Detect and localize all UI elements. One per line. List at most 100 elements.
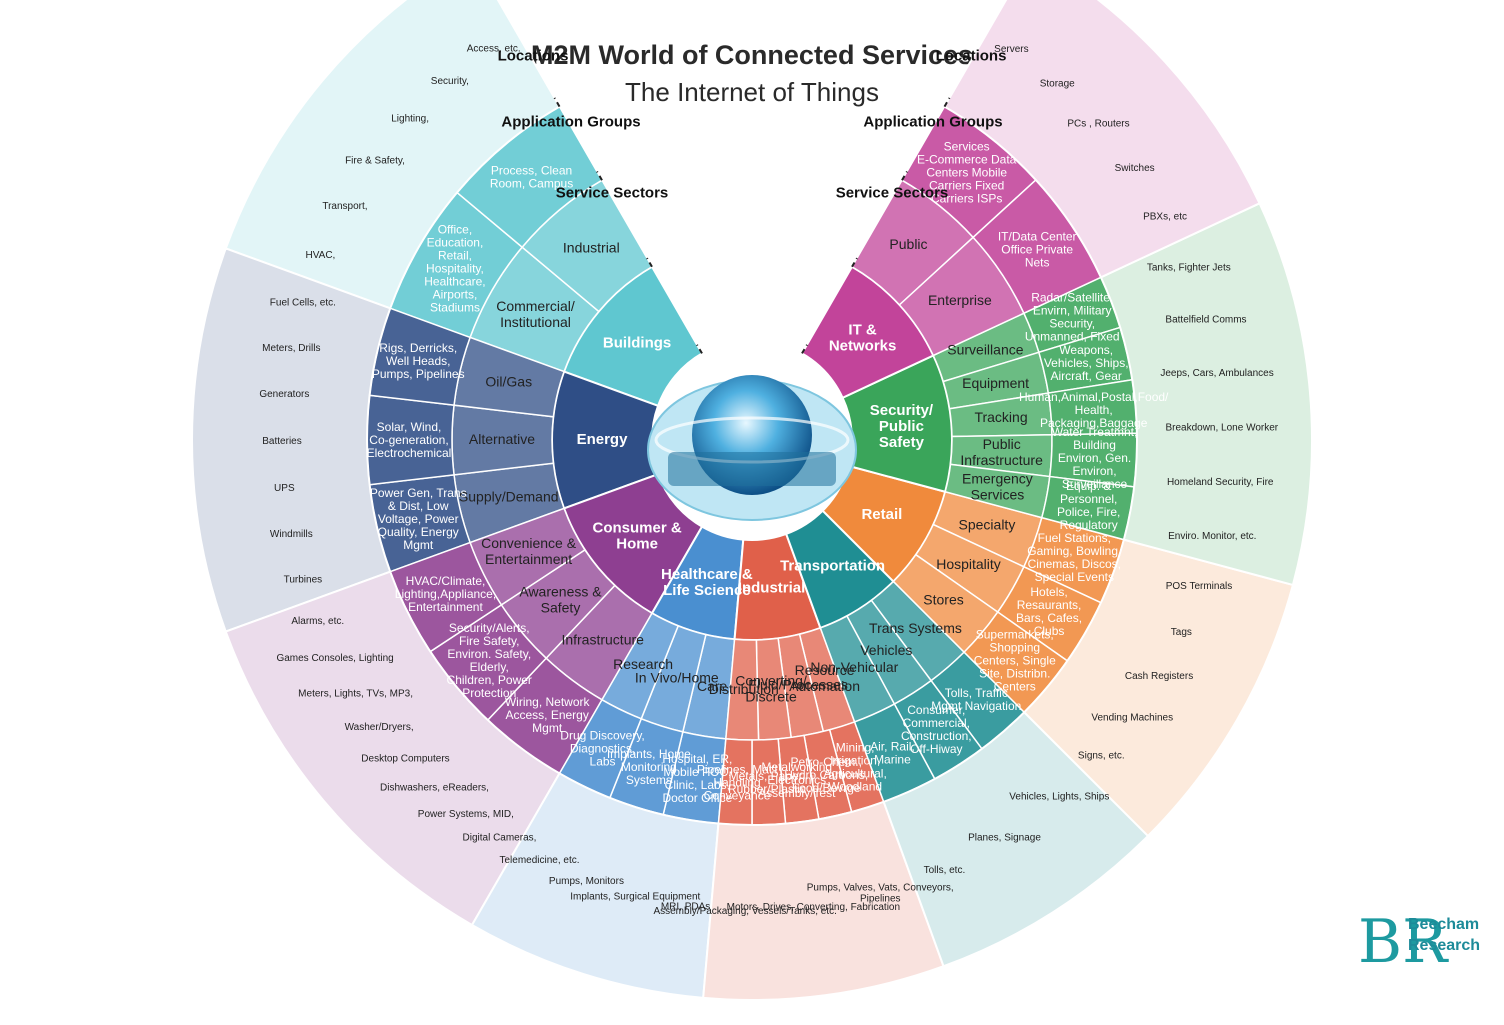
- devices-retail: [1022, 538, 1295, 838]
- device-label-retail-2: Cash Registers: [1125, 671, 1193, 682]
- dashed-divider: [901, 171, 908, 181]
- device-label-it-networks-2: PCs , Routers: [1067, 118, 1129, 129]
- dashed-divider: [801, 344, 808, 354]
- page-title: M2M World of Connected Services: [530, 40, 974, 70]
- device-label-industrial-1: Motors, Drives, Converting, Fabrication: [727, 902, 900, 913]
- device-label-it-networks-3: Switches: [1115, 163, 1155, 174]
- device-label-energy-4: Generators: [259, 389, 309, 400]
- device-label-consumer-home-6: Games Consoles, Lighting: [276, 653, 393, 664]
- group-label-transportation-1: Vehicles: [860, 642, 912, 658]
- location-label-industrial-0: Mining,Irrigation,Agricultural,Woodland: [823, 741, 886, 794]
- device-label-buildings-5: Access, etc.: [467, 43, 521, 54]
- sector-label-buildings: Buildings: [603, 335, 671, 352]
- group-label-buildings-0: Commercial/Institutional: [496, 298, 575, 330]
- device-label-it-networks-4: PBXs, etc: [1143, 212, 1187, 223]
- group-label-it-networks-0: Public: [889, 236, 927, 252]
- device-label-retail-4: Signs, etc.: [1078, 750, 1125, 761]
- device-label-buildings-2: Fire & Safety,: [345, 155, 405, 166]
- sector-label-industrial: Industrial: [738, 580, 806, 597]
- device-label-buildings-3: Lighting,: [391, 113, 429, 124]
- device-label-energy-3: Batteries: [262, 436, 301, 447]
- device-label-security-public-safety-0: Tanks, Fighter Jets: [1147, 262, 1231, 273]
- device-label-it-networks-1: Storage: [1040, 79, 1075, 90]
- group-label-retail-2: Stores: [923, 592, 963, 608]
- location-label-security-public-safety-2: Human,Animal,Postal,Food/Health,Packagin…: [1019, 390, 1169, 430]
- device-label-consumer-home-5: Meters, Lights, TVs, MP3,: [298, 689, 413, 700]
- group-label-retail-1: Hospitality: [936, 556, 1001, 572]
- layer-header-left-application-groups: Application Groups: [501, 113, 640, 130]
- device-label-buildings-4: Security,: [431, 76, 469, 87]
- location-label-energy-1: Solar, Wind,Co-generation,Electrochemica…: [367, 420, 452, 460]
- layer-header-left-locations: Locations: [498, 48, 569, 65]
- group-label-consumer-home-2: Convenience &Entertainment: [481, 535, 577, 567]
- location-label-consumer-home-2: HVAC/Climate,Lighting,Appliance,Entertai…: [395, 574, 496, 614]
- group-label-security-public-safety-2: Tracking: [974, 409, 1027, 425]
- device-label-security-public-safety-4: Homeland Security, Fire: [1167, 477, 1274, 488]
- devices-healthcare-life-science: [470, 772, 720, 999]
- page-subtitle: The Internet of Things: [625, 77, 879, 107]
- group-label-industrial-2: Converting/Discrete: [735, 672, 807, 704]
- group-label-transportation-0: Trans Systems: [869, 620, 962, 636]
- location-label-healthcare-life-science-2: Drug Discovery,Diagnostics,Labs: [560, 729, 644, 769]
- device-label-industrial-2: Assembly/Packaging, Vessels/Tanks, etc.: [653, 906, 836, 917]
- device-label-it-networks-0: Servers: [994, 44, 1028, 55]
- photo-strip: [668, 452, 836, 486]
- layer-dividers: [553, 97, 951, 354]
- device-label-security-public-safety-5: Enviro. Monitor, etc.: [1168, 531, 1256, 542]
- group-label-healthcare-life-science-0: Care: [697, 678, 728, 694]
- group-label-healthcare-life-science-1: In Vivo/Home: [635, 669, 719, 685]
- device-label-energy-6: Fuel Cells, etc.: [270, 297, 336, 308]
- devices-security-public-safety: [1099, 202, 1313, 587]
- layer-header-right-application-groups: Application Groups: [863, 113, 1002, 130]
- device-label-consumer-home-4: Washer/Dryers,: [345, 722, 414, 733]
- device-label-security-public-safety-1: Battelfield Comms: [1165, 314, 1246, 325]
- location-label-healthcare-life-science-0: Hospital, ER,Mobile POC,Clinic, Labs,Doc…: [662, 752, 732, 805]
- group-label-security-public-safety-1: Equipment: [962, 375, 1029, 391]
- layer-header-right-locations: Locations: [936, 48, 1007, 65]
- group-label-transportation-2: Non-Vehicular: [810, 659, 898, 675]
- device-label-retail-3: Vending Machines: [1091, 712, 1173, 723]
- device-label-consumer-home-2: Dishwashers, eReaders,: [380, 783, 489, 794]
- location-label-retail-1: Hotels,Resaurants,Bars, Cafes,Clubs: [1016, 585, 1082, 638]
- devices-buildings: [224, 0, 561, 310]
- beecham-research-logo: BR Beecham Research: [1358, 907, 1481, 982]
- layer-header-right-service-sectors: Service Sectors: [836, 185, 949, 202]
- device-label-buildings-1: Transport,: [322, 201, 367, 212]
- dashed-divider: [553, 97, 561, 108]
- location-label-transportation-2: Air, Rail,Marine: [870, 739, 915, 766]
- group-label-retail-0: Specialty: [959, 517, 1016, 533]
- group-label-energy-0: Supply/Demand: [459, 489, 559, 505]
- group-label-security-public-safety-0: Surveillance: [947, 341, 1023, 357]
- location-label-security-public-safety-1: Weapons,Vehicles, Ships,Aircraft, Gear: [1044, 343, 1129, 383]
- group-label-it-networks-1: Enterprise: [928, 292, 992, 308]
- device-label-industrial-0: Pumps, Valves, Vats, Conveyors,Pipelines: [807, 883, 954, 905]
- location-label-energy-2: Rigs, Derricks,Well Heads,Pumps, Pipelin…: [372, 341, 465, 381]
- devices-transportation: [882, 710, 1150, 968]
- group-label-industrial-3: Distribution: [709, 681, 779, 697]
- location-label-industrial-3: Metals, Paper,Rubber/Plastic: [728, 769, 806, 796]
- device-label-healthcare-life-science-2: Pumps, Monitors: [549, 876, 624, 887]
- location-label-retail-0: Fuel Stations,Gaming, Bowling,Cinemas, D…: [1027, 531, 1121, 584]
- device-label-consumer-home-7: Alarms, etc.: [291, 616, 344, 627]
- group-label-industrial-1: Fluid/Processes: [748, 677, 848, 693]
- devices-energy: [191, 247, 392, 633]
- logo-line1: Beecham: [1408, 916, 1480, 933]
- logo-mark: BR: [1358, 907, 1448, 977]
- devices-it-networks: [943, 0, 1261, 279]
- device-label-consumer-home-3: Desktop Computers: [361, 754, 449, 765]
- sector-label-healthcare-life-science: Healthcare &Life Science: [661, 566, 753, 599]
- device-label-energy-1: Windmills: [270, 529, 313, 540]
- logo-line2: Research: [1408, 937, 1481, 954]
- group-label-energy-1: Alternative: [469, 431, 535, 447]
